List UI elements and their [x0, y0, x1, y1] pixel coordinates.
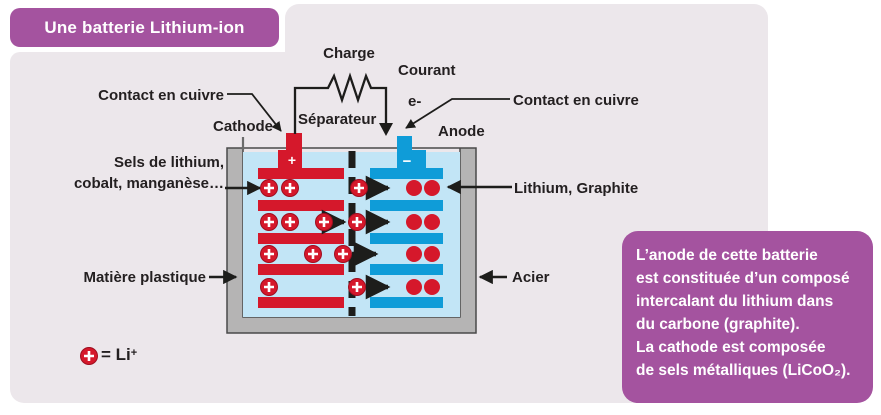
info-box: L’anode de cette batterie est constituée…: [622, 231, 873, 403]
info-line: La cathode est composée: [636, 339, 826, 356]
label-courant: Courant: [398, 62, 456, 79]
page-title: Une batterie Lithium-ion: [44, 17, 245, 37]
label-electron: e-: [408, 93, 422, 110]
label-sels-line1: Sels de lithium,: [113, 154, 224, 171]
legend-plus-sup: +: [130, 347, 138, 359]
info-line: de sels métalliques (LiCoO₂).: [636, 362, 851, 379]
label-contact-left: Contact en cuivre: [98, 87, 224, 104]
legend-li-plus: = Li+: [101, 345, 137, 365]
label-matiere-plastique: Matière plastique: [83, 269, 206, 286]
info-line: L’anode de cette batterie: [636, 247, 818, 264]
label-separateur: Séparateur: [298, 111, 377, 128]
label-lithium-graphite: Lithium, Graphite: [514, 180, 639, 197]
label-anode: Anode: [438, 123, 485, 140]
label-acier: Acier: [512, 269, 550, 286]
label-cathode: Cathode: [213, 118, 273, 135]
label-contact-right: Contact en cuivre: [513, 92, 639, 109]
info-line: intercalant du lithium dans: [636, 293, 834, 310]
info-line: du carbone (graphite).: [636, 316, 800, 333]
title-badge: Une batterie Lithium-ion: [10, 8, 279, 47]
info-line: est constituée d’un composé: [636, 270, 850, 287]
legend-text: = Li: [101, 345, 131, 364]
label-sels-line2: cobalt, manganèse…: [73, 175, 224, 192]
label-charge: Charge: [323, 45, 375, 62]
